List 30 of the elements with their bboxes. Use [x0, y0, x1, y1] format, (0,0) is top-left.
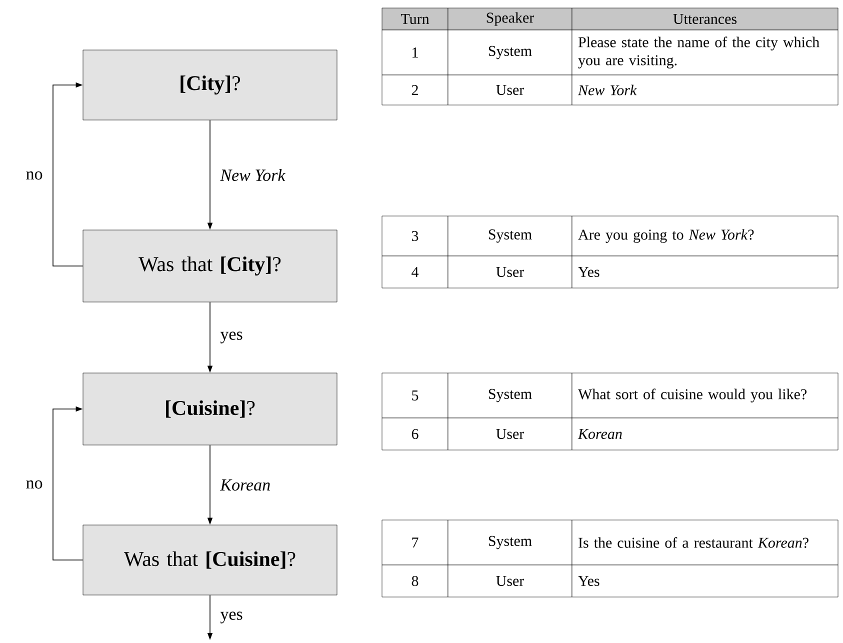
process-box: Was that [Cuisine]?	[82, 524, 338, 596]
edge-label: no	[24, 478, 45, 491]
arrow	[52, 82, 84, 266]
table-cell: User	[448, 564, 572, 598]
edge-label: yes	[218, 330, 245, 346]
process-box: [Cuisine]?	[82, 372, 338, 446]
table-cell: System	[448, 372, 572, 418]
edge-label: yes	[218, 610, 245, 626]
table-cell: 6	[382, 418, 448, 450]
table-cell: System	[448, 216, 572, 256]
edge-label: New York	[218, 167, 288, 183]
table-cell: User	[448, 74, 572, 106]
table-cell: 5	[382, 372, 448, 418]
edge-label: Korean	[218, 477, 273, 493]
process-box: [City]?	[82, 50, 338, 120]
table-cell: 2	[382, 74, 448, 106]
header-cell: Turn	[382, 8, 448, 30]
table-cell: 8	[382, 564, 448, 598]
table-cell: 3	[382, 216, 448, 256]
table-cell: 7	[382, 520, 448, 566]
arrow	[52, 406, 84, 560]
edge-label: no	[24, 169, 45, 182]
table-cell: User	[448, 418, 572, 450]
table-cell: System	[448, 520, 572, 566]
table-cell: User	[448, 256, 572, 288]
table-cell: System	[448, 30, 572, 76]
table-cell: 4	[382, 256, 448, 288]
process-box: Was that [City]?	[82, 230, 338, 302]
header-cell: Speaker	[448, 8, 572, 30]
table-cell: 1	[382, 30, 448, 76]
